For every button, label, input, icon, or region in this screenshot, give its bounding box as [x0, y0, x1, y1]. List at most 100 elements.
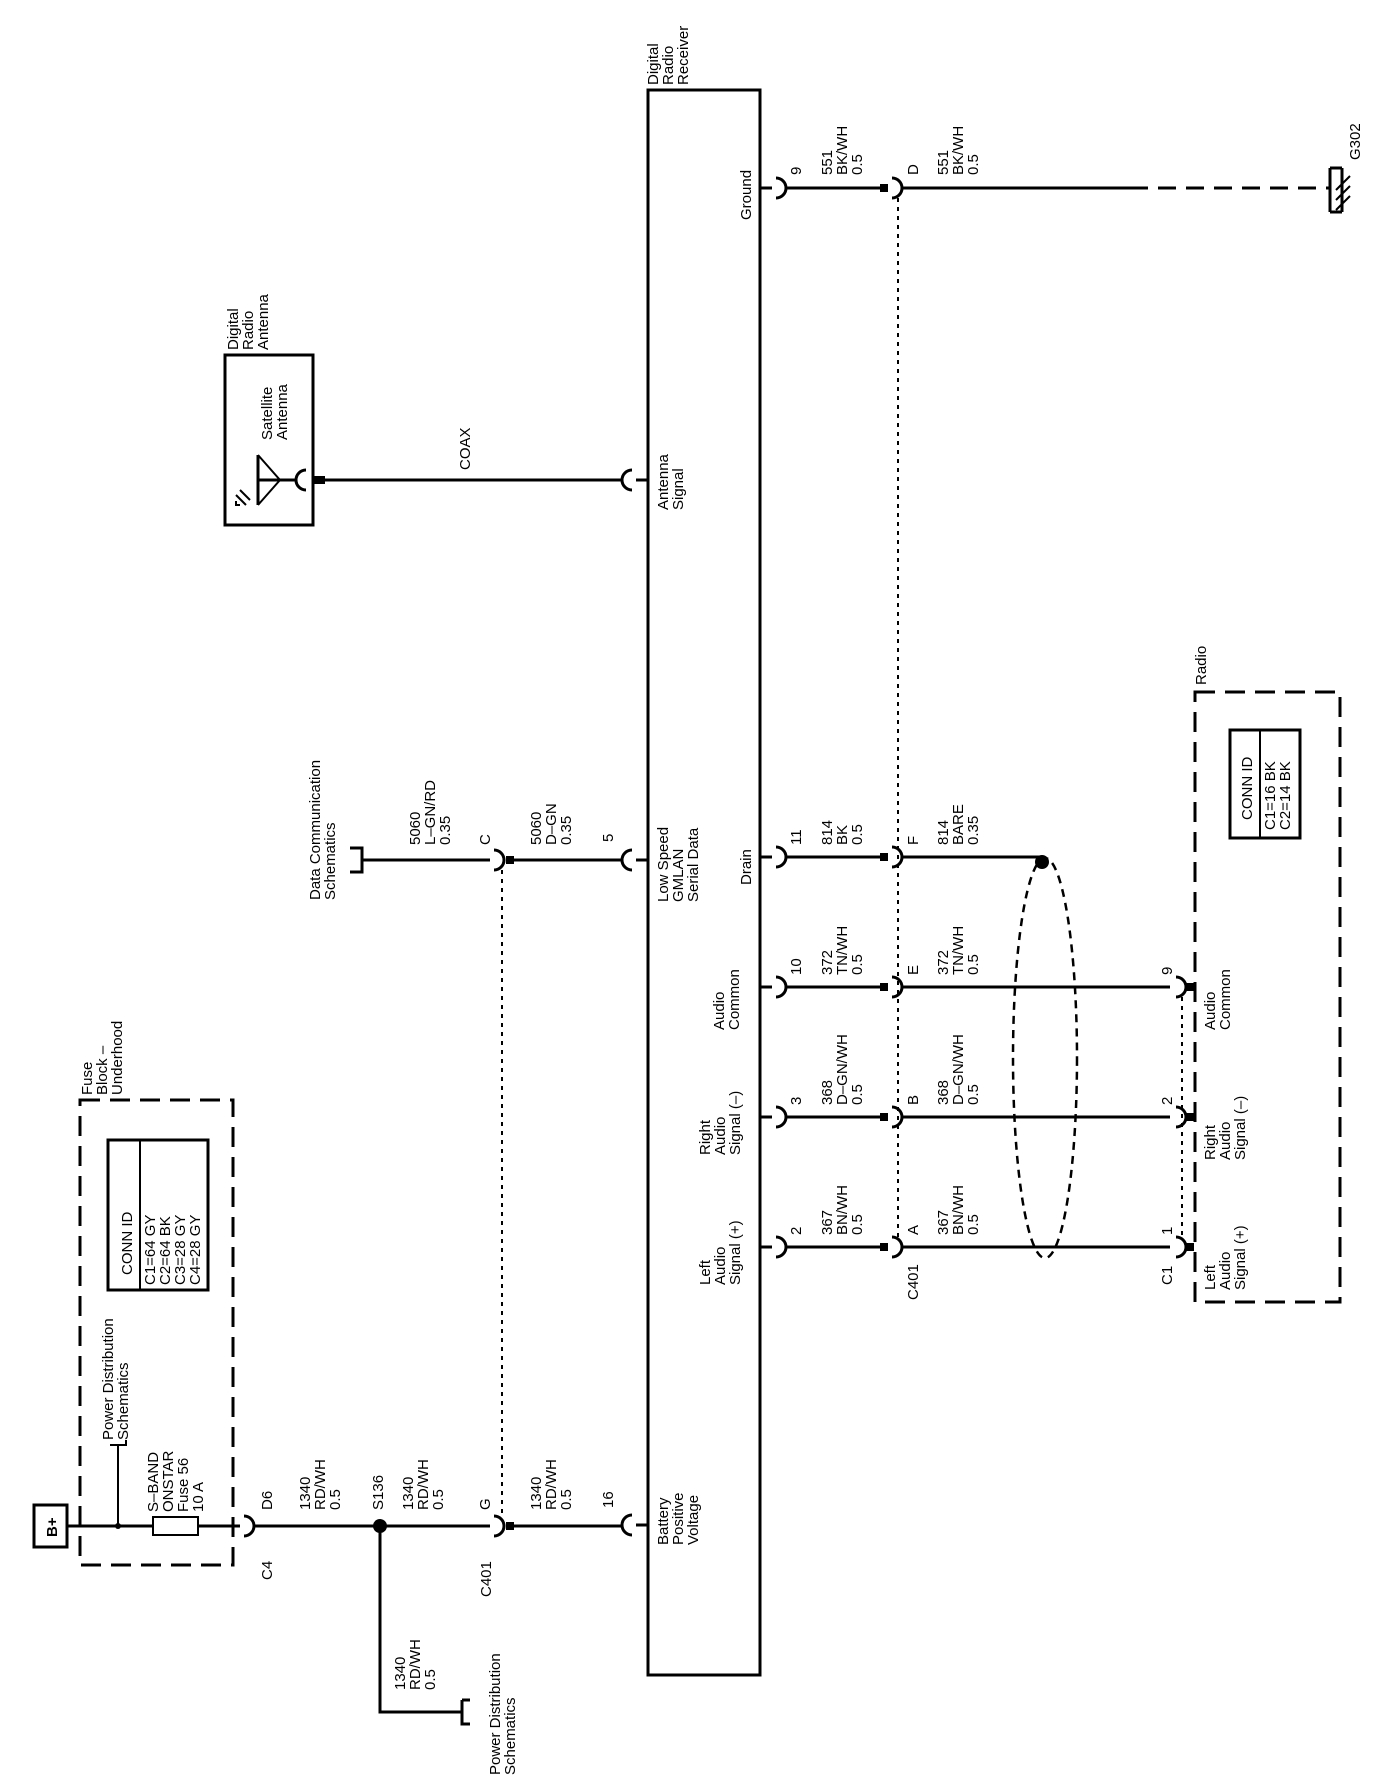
svg-text:CONN ID: CONN ID — [119, 1212, 136, 1276]
wire-label-551-a: 551 BK/WH 0.5 — [819, 126, 866, 175]
svg-text:Audio: Audio — [712, 1117, 729, 1155]
svg-text:551: 551 — [935, 150, 952, 175]
svg-text:0.35: 0.35 — [437, 816, 454, 845]
svg-text:Radio: Radio — [240, 311, 257, 350]
pin-num-16: 16 — [600, 1491, 617, 1508]
svg-text:5060: 5060 — [407, 812, 424, 845]
pin-label-drain: Drain — [738, 849, 755, 885]
connector-pin-2 — [760, 1235, 788, 1259]
svg-text:551: 551 — [819, 150, 836, 175]
svg-text:Signal (–): Signal (–) — [1232, 1096, 1249, 1160]
svg-text:Low Speed: Low Speed — [655, 827, 672, 902]
fuse-block-box — [78, 1098, 235, 1567]
svg-text:Ground: Ground — [738, 170, 755, 220]
wire-label-368-b: 368 D–GN/WH 0.5 — [935, 1034, 982, 1105]
pin-label-audio-common: Audio Common — [711, 969, 743, 1030]
svg-text:RD/WH: RD/WH — [312, 1459, 329, 1510]
wire-1340-branch — [378, 1526, 462, 1714]
svg-text:0.5: 0.5 — [849, 1214, 866, 1235]
svg-text:1340: 1340 — [392, 1657, 409, 1690]
receiver-box — [646, 88, 762, 1677]
c401-pin-f: F — [905, 836, 922, 845]
pin-num-10: 10 — [788, 958, 805, 975]
svg-text:Radio: Radio — [1193, 646, 1210, 685]
svg-text:ONSTAR: ONSTAR — [160, 1450, 177, 1512]
antenna-box — [223, 353, 315, 527]
svg-text:9: 9 — [1159, 967, 1176, 975]
c401-pin-b: B — [905, 1095, 922, 1105]
ground-g302-label: G302 — [1347, 123, 1364, 160]
c401-pin-g: G — [477, 1498, 494, 1510]
svg-text:S–BAND: S–BAND — [145, 1452, 162, 1512]
svg-text:D: D — [905, 164, 922, 175]
svg-text:GMLAN: GMLAN — [670, 849, 687, 902]
svg-text:0.35: 0.35 — [965, 816, 982, 845]
svg-text:0.5: 0.5 — [965, 954, 982, 975]
fuse-56-symbol — [152, 1516, 199, 1536]
fuse-conn-c4: C4 — [259, 1561, 276, 1580]
svg-text:RD/WH: RD/WH — [543, 1459, 560, 1510]
connector-c401-d — [891, 176, 904, 200]
svg-text:Audio: Audio — [1217, 1252, 1234, 1290]
connector-pin-5 — [620, 848, 648, 872]
svg-text:10 A: 10 A — [190, 1482, 207, 1512]
wire-label-372-b: 372 TN/WH 0.5 — [935, 926, 982, 975]
svg-text:Common: Common — [1217, 969, 1234, 1030]
c401-pin-c: C — [477, 834, 494, 845]
svg-text:Schematics: Schematics — [115, 1362, 132, 1440]
radio-conn-id-list: C1=16 BK C2=14 BK — [1262, 761, 1294, 830]
svg-text:Satellite: Satellite — [259, 387, 276, 440]
pin-num-9: 9 — [788, 167, 805, 175]
wire-label-1340-c: 1340 RD/WH 0.5 — [528, 1459, 575, 1510]
svg-text:D–GN/WH: D–GN/WH — [950, 1034, 967, 1105]
svg-text:372: 372 — [935, 950, 952, 975]
wire-label-814-b: 814 BARE 0.35 — [935, 804, 982, 845]
svg-text:RD/WH: RD/WH — [407, 1639, 424, 1690]
bplus-label: B+ — [44, 1517, 61, 1537]
c401-pin-d: D — [905, 164, 922, 175]
radio-title: Radio — [1193, 646, 1210, 685]
radio-pin-1: 1 — [1159, 1227, 1176, 1235]
svg-text:11: 11 — [788, 829, 805, 845]
svg-text:0.5: 0.5 — [965, 154, 982, 175]
radio-pin-label-left-audio: Left Audio Signal (+) — [1202, 1225, 1249, 1290]
radio-conn-id-header: CONN ID — [1239, 757, 1256, 821]
svg-text:F: F — [905, 836, 922, 845]
svg-text:0.5: 0.5 — [965, 1084, 982, 1105]
svg-text:C2=64 BK: C2=64 BK — [157, 1216, 174, 1285]
wire-label-372-a: 372 TN/WH 0.5 — [819, 926, 866, 975]
svg-text:0.5: 0.5 — [558, 1489, 575, 1510]
svg-text:RD/WH: RD/WH — [415, 1459, 432, 1510]
svg-text:10: 10 — [788, 958, 805, 975]
radio-conn-id-box — [1228, 728, 1302, 840]
svg-text:TN/WH: TN/WH — [834, 926, 851, 975]
data-comm-ref: Data Communication Schematics — [307, 760, 339, 900]
connector-pin-10 — [760, 975, 788, 999]
wire-label-551-b: 551 BK/WH 0.5 — [935, 126, 982, 175]
svg-text:5060: 5060 — [528, 812, 545, 845]
wire-label-1340-b: 1340 RD/WH 0.5 — [400, 1459, 447, 1510]
svg-text:B: B — [905, 1095, 922, 1105]
svg-text:COAX: COAX — [457, 427, 474, 470]
fuse-conn-id-header: CONN ID — [119, 1212, 136, 1276]
radio-pin-2: 2 — [1159, 1097, 1176, 1105]
svg-text:BARE: BARE — [950, 804, 967, 845]
satellite-antenna-label: Satellite Antenna — [259, 383, 291, 440]
svg-text:Audio: Audio — [712, 1247, 729, 1285]
svg-text:Schematics: Schematics — [322, 822, 339, 900]
svg-text:Power Distribution: Power Distribution — [100, 1318, 117, 1440]
svg-text:Receiver: Receiver — [675, 26, 692, 85]
fuse-56-label: S–BAND ONSTAR Fuse 56 10 A — [145, 1450, 207, 1512]
svg-text:0.35: 0.35 — [558, 816, 575, 845]
svg-text:Positive: Positive — [670, 1492, 687, 1545]
svg-text:1340: 1340 — [528, 1477, 545, 1510]
svg-text:367: 367 — [935, 1210, 952, 1235]
fuse-conn-id-box — [106, 1138, 210, 1292]
splice-s136-label: S136 — [370, 1475, 387, 1510]
svg-text:Power Distribution: Power Distribution — [487, 1653, 504, 1775]
receiver-title: Digital Radio Receiver — [645, 26, 692, 85]
ground-g302-icon — [1328, 166, 1351, 214]
svg-text:1340: 1340 — [297, 1477, 314, 1510]
svg-text:Digital: Digital — [225, 308, 242, 350]
svg-text:0.5: 0.5 — [430, 1489, 447, 1510]
